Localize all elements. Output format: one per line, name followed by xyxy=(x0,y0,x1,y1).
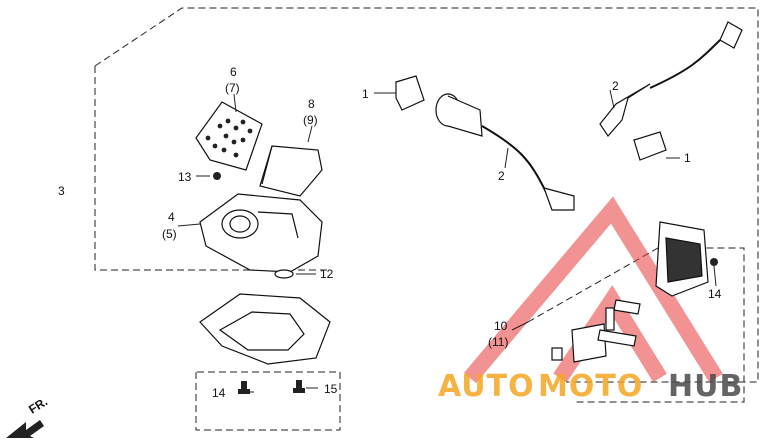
callout-2-left: 2 xyxy=(498,169,505,183)
leader-lines xyxy=(177,89,717,393)
washer-12 xyxy=(274,269,294,279)
socket-cable-2-left xyxy=(435,93,575,211)
small-parts-11 xyxy=(551,299,641,361)
callout-1-top: 1 xyxy=(362,87,369,101)
lamp-housing-part xyxy=(199,193,323,273)
callout-2-right: 2 xyxy=(612,79,619,93)
base-plate-part xyxy=(199,293,331,365)
watermark-part-hub: HUB xyxy=(668,369,743,404)
socket-cable-2-right xyxy=(599,21,743,137)
callout-4: 4 xyxy=(168,210,175,224)
front-direction-label: FR. xyxy=(26,394,50,416)
bolt-15 xyxy=(293,380,305,393)
callout-3: 3 xyxy=(58,184,65,198)
callout-5: (5) xyxy=(162,227,177,241)
grommet-1-right xyxy=(633,131,667,161)
callout-8: 8 xyxy=(308,97,315,111)
callout-13: 13 xyxy=(178,170,192,184)
license-light-part xyxy=(571,221,709,363)
callout-10: 10 xyxy=(494,319,508,333)
grommet-1-top xyxy=(395,75,425,111)
lamp-cover-part xyxy=(195,101,263,171)
lens-part xyxy=(259,145,323,197)
watermark-part-moto: MOTO xyxy=(538,369,643,404)
assembly-frame xyxy=(94,7,759,431)
callout-15: 15 xyxy=(324,382,338,396)
callout-6: 6 xyxy=(230,65,237,79)
watermark-part-auto: AUTO xyxy=(438,369,535,404)
callout-1-right: 1 xyxy=(684,151,691,165)
callout-12: 12 xyxy=(320,267,334,281)
watermark-text: AUTO MOTO HUB xyxy=(438,369,743,404)
callout-14-right: 14 xyxy=(708,287,722,301)
callout-7: (7) xyxy=(225,81,240,95)
callout-labels: 6 (7) 8 (9) 13 3 4 (5) 12 14 15 1 2 2 1 … xyxy=(26,65,722,417)
callout-11: (11) xyxy=(488,335,508,349)
callout-14-left: 14 xyxy=(212,386,226,400)
callout-9: (9) xyxy=(303,113,318,127)
front-direction-arrow-icon xyxy=(6,420,44,438)
screw-14-right xyxy=(710,258,718,266)
screw-13 xyxy=(213,172,221,180)
